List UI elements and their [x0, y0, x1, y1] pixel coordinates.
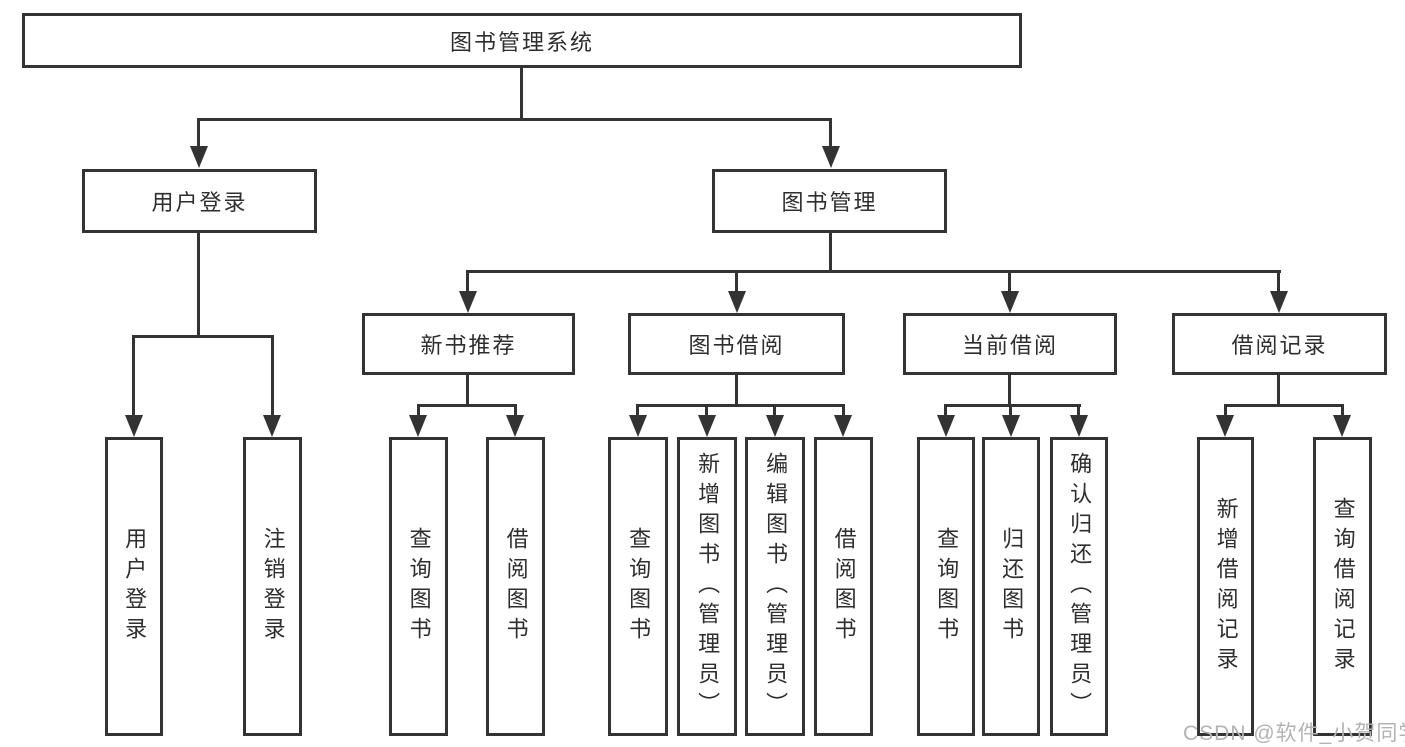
- leaf-newbook-query-books-label: 查询图书: [406, 526, 432, 647]
- connector-newbook-trunk: [466, 375, 469, 407]
- leaf-current-query-books: 查询图书: [917, 437, 975, 736]
- leaf-return-books-label: 归还图书: [999, 526, 1025, 647]
- leaf-edit-book-admin: 编辑图书（管理员）: [745, 437, 805, 736]
- connector-stem-current-c3: [1077, 404, 1080, 417]
- leaf-logout: 注销登录: [243, 437, 302, 736]
- csdn-watermark: CSDN @软件_小贺同学: [1183, 722, 1405, 745]
- leaf-newbook-borrow-books: 借阅图书: [486, 437, 545, 736]
- arrow-down-records: [1270, 291, 1288, 313]
- connector-current-trunk: [1008, 375, 1011, 407]
- connector-stem-records-c2: [1341, 404, 1344, 417]
- leaf-borrow-query-books-label: 查询图书: [626, 526, 652, 647]
- connector-stem-borrow-c3: [773, 404, 776, 417]
- connector-root-trunk: [520, 66, 523, 120]
- leaf-newbook-query-books: 查询图书: [389, 437, 448, 736]
- connector-stem-borrow-c2: [705, 404, 708, 417]
- connector-stem-current-c1: [944, 404, 947, 417]
- arrow-down-user-login: [190, 146, 208, 168]
- arrow-down-current: [1001, 291, 1019, 313]
- leaf-borrow-books: 借阅图书: [814, 437, 873, 736]
- connector-stem-newbook-c2: [514, 404, 517, 417]
- arrow-down-newbook-c2: [506, 415, 524, 437]
- connector-records-trunk: [1277, 375, 1280, 407]
- arrow-down-login-leaf: [125, 415, 143, 437]
- leaf-confirm-return-admin-label: 确认归还（管理员）: [1067, 451, 1093, 722]
- connector-stem-user-login: [197, 118, 200, 148]
- connector-stem-newbook-c1: [417, 404, 420, 417]
- connector-current-rail: [944, 404, 1081, 407]
- connector-stem-borrow-c4: [842, 404, 845, 417]
- leaf-user-login: 用户登录: [105, 437, 163, 736]
- leaf-logout-label: 注销登录: [260, 526, 286, 647]
- leaf-return-books: 归还图书: [982, 437, 1040, 736]
- node-user-login: 用户登录: [82, 169, 317, 233]
- connector-level3-rail: [466, 270, 1281, 273]
- node-new-book-recommend: 新书推荐: [362, 313, 575, 375]
- leaf-add-book-admin-label: 新增图书（管理员）: [695, 451, 721, 722]
- leaf-add-borrow-record-label: 新增借阅记录: [1213, 496, 1239, 677]
- connector-stem-login-leaf: [132, 335, 135, 415]
- connector-borrow-rail: [636, 404, 845, 407]
- leaf-query-borrow-record-label: 查询借阅记录: [1330, 496, 1356, 677]
- leaf-newbook-borrow-books-label: 借阅图书: [503, 526, 529, 647]
- leaf-borrow-query-books: 查询图书: [608, 437, 668, 736]
- connector-mgmt-trunk: [829, 233, 832, 272]
- connector-stem-records: [1277, 270, 1280, 293]
- leaf-confirm-return-admin: 确认归还（管理员）: [1050, 437, 1108, 736]
- arrow-down-newbook: [459, 291, 477, 313]
- arrow-down-borrow-c2: [698, 415, 716, 437]
- connector-stem-current: [1008, 270, 1011, 293]
- connector-user-rail: [132, 335, 274, 338]
- arrow-down-borrow-c1: [629, 415, 647, 437]
- node-borrow-records: 借阅记录: [1172, 313, 1387, 375]
- connector-stem-borrow-c1: [636, 404, 639, 417]
- connector-stem-records-c1: [1224, 404, 1227, 417]
- connector-stem-book-mgmt: [829, 118, 832, 148]
- leaf-query-borrow-record: 查询借阅记录: [1313, 437, 1372, 736]
- leaf-edit-book-admin-label: 编辑图书（管理员）: [763, 451, 789, 722]
- connector-newbook-rail: [417, 404, 517, 407]
- arrow-down-records-c2: [1333, 415, 1351, 437]
- leaf-current-query-books-label: 查询图书: [934, 526, 960, 647]
- arrow-down-current-c1: [937, 415, 955, 437]
- node-book-borrow: 图书借阅: [628, 313, 845, 375]
- arrow-down-borrow-c4: [834, 415, 852, 437]
- node-current-borrow: 当前借阅: [903, 313, 1117, 375]
- arrow-down-borrow: [728, 291, 746, 313]
- connector-records-rail: [1224, 404, 1344, 407]
- leaf-user-login-label: 用户登录: [122, 526, 148, 647]
- connector-stem-logout-leaf: [271, 335, 274, 415]
- node-book-management: 图书管理: [712, 169, 947, 233]
- connector-stem-current-c2: [1009, 404, 1012, 417]
- leaf-add-book-admin: 新增图书（管理员）: [677, 437, 737, 736]
- connector-user-trunk: [197, 233, 200, 337]
- arrow-down-current-c2: [1002, 415, 1020, 437]
- node-root: 图书管理系统: [22, 13, 1022, 68]
- connector-stem-newbook: [466, 270, 469, 293]
- arrow-down-book-mgmt: [822, 146, 840, 168]
- leaf-add-borrow-record: 新增借阅记录: [1197, 437, 1254, 736]
- connector-borrow-trunk: [735, 375, 738, 407]
- arrow-down-current-c3: [1070, 415, 1088, 437]
- leaf-borrow-books-label: 借阅图书: [831, 526, 857, 647]
- connector-level1-rail: [197, 118, 832, 121]
- arrow-down-records-c1: [1216, 415, 1234, 437]
- arrow-down-logout-leaf: [263, 415, 281, 437]
- arrow-down-borrow-c3: [766, 415, 784, 437]
- arrow-down-newbook-c1: [409, 415, 427, 437]
- connector-stem-borrow: [735, 270, 738, 293]
